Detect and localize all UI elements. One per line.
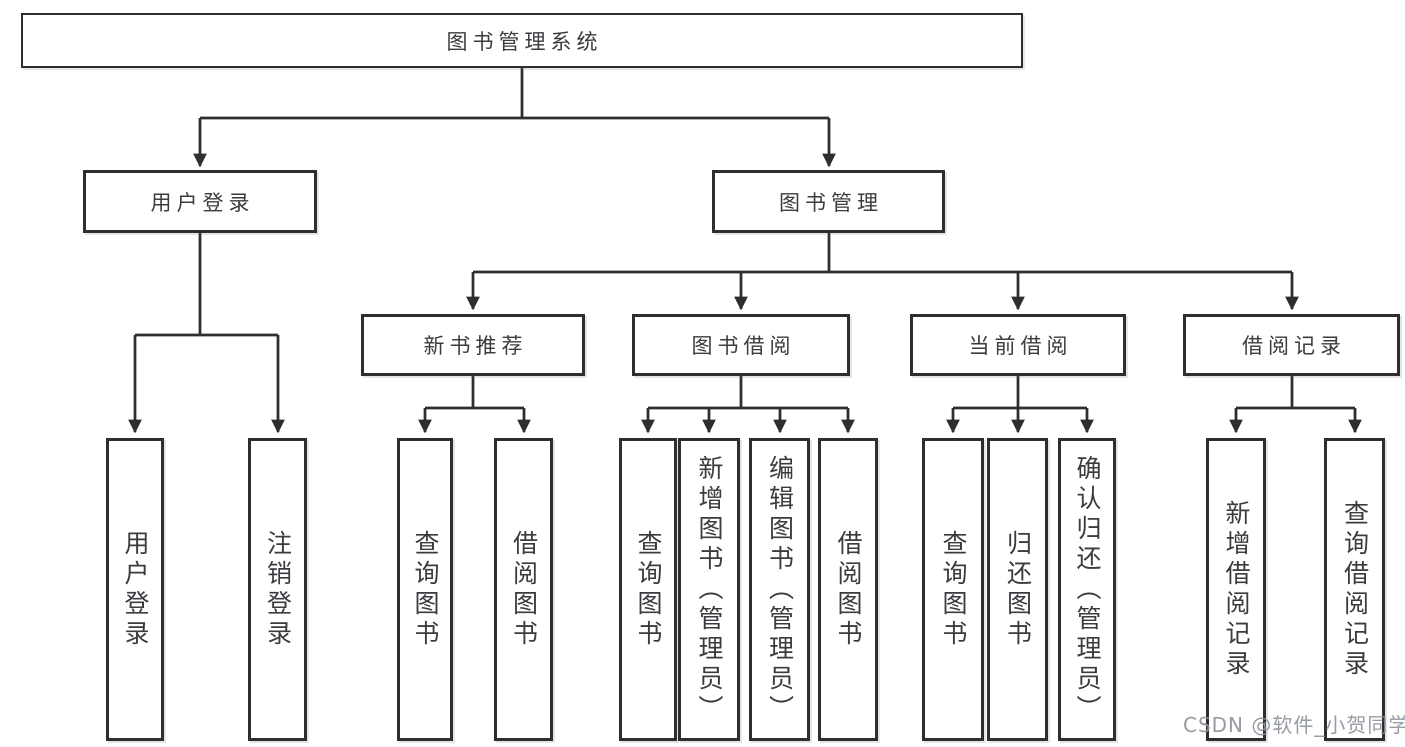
bus-book-borrow bbox=[648, 376, 848, 410]
leaf-add-book-admin: 新增图书（管理员） bbox=[678, 438, 740, 741]
node-label: 注销登录 bbox=[263, 529, 293, 650]
node-user-login: 用户登录 bbox=[83, 170, 317, 233]
node-new-book-recommend: 新书推荐 bbox=[361, 314, 585, 376]
node-label: 编辑图书（管理员） bbox=[765, 454, 795, 725]
node-label: 新增借阅记录 bbox=[1222, 499, 1251, 680]
node-current-borrow: 当前借阅 bbox=[910, 314, 1126, 376]
node-label: 当前借阅 bbox=[968, 334, 1073, 358]
node-label: 新书推荐 bbox=[423, 334, 528, 358]
watermark: CSDN @软件_小贺同学 bbox=[1183, 713, 1405, 737]
leaf-query-books-recommend: 查询图书 bbox=[397, 438, 453, 741]
leaf-confirm-return-admin: 确认归还（管理员） bbox=[1058, 438, 1116, 741]
node-label: 图书借阅 bbox=[691, 334, 796, 358]
node-label: 查询图书 bbox=[634, 529, 663, 650]
leaf-logout: 注销登录 bbox=[248, 438, 307, 741]
node-borrow-records: 借阅记录 bbox=[1183, 314, 1400, 376]
bus-current-borrow bbox=[953, 376, 1087, 410]
node-label: 确认归还（管理员） bbox=[1073, 454, 1102, 725]
bus-borrow-records bbox=[1236, 376, 1355, 410]
bus-root bbox=[200, 68, 829, 120]
node-label: 查询借阅记录 bbox=[1340, 499, 1370, 680]
node-label: 借阅图书 bbox=[509, 529, 539, 650]
node-label: 图书管理 bbox=[779, 190, 883, 215]
node-label: 查询图书 bbox=[411, 529, 440, 650]
leaf-add-borrow-record: 新增借阅记录 bbox=[1206, 438, 1266, 741]
leaf-query-borrow-record: 查询借阅记录 bbox=[1324, 438, 1385, 741]
bus-new-book bbox=[425, 376, 524, 410]
node-label: 用户登录 bbox=[121, 529, 150, 650]
node-label: 查询图书 bbox=[939, 529, 968, 650]
node-label: 新增图书（管理员） bbox=[695, 454, 724, 725]
leaf-query-books-current: 查询图书 bbox=[922, 438, 984, 741]
leaf-borrow-books: 借阅图书 bbox=[818, 438, 878, 741]
node-label: 用户登录 bbox=[150, 190, 255, 215]
node-label: 归还图书 bbox=[1003, 529, 1033, 650]
node-root: 图书管理系统 bbox=[21, 13, 1023, 68]
leaf-user-login: 用户登录 bbox=[106, 438, 164, 741]
leaf-return-books: 归还图书 bbox=[987, 438, 1048, 741]
leaf-query-books-borrow: 查询图书 bbox=[619, 438, 677, 741]
bus-user-login bbox=[135, 233, 278, 337]
node-label: 借阅记录 bbox=[1242, 334, 1346, 358]
node-book-management: 图书管理 bbox=[712, 170, 945, 233]
node-label: 借阅图书 bbox=[834, 529, 863, 650]
bus-book-management bbox=[473, 233, 1292, 274]
node-label: 图书管理系统 bbox=[446, 29, 603, 54]
leaf-borrow-books-recommend: 借阅图书 bbox=[494, 438, 553, 741]
leaf-edit-book-admin: 编辑图书（管理员） bbox=[749, 438, 810, 741]
node-book-borrow: 图书借阅 bbox=[632, 314, 850, 376]
